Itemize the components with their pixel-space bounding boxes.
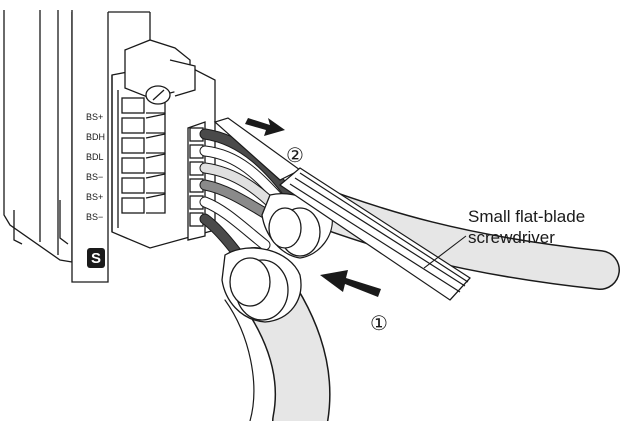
terminal-label: BDH [86, 132, 105, 142]
cable-sleeves [221, 193, 334, 323]
terminal-label: BS+ [86, 112, 103, 122]
device-body [3, 10, 151, 283]
svg-text:S: S [91, 250, 101, 267]
arrow-step1-icon [320, 270, 381, 297]
terminal-label: BS− [86, 212, 103, 222]
mounting-screw-icon [124, 39, 196, 105]
step-2-number: ② [286, 145, 304, 167]
logo-badge: S [87, 248, 105, 268]
screwdriver [213, 117, 471, 301]
terminal-slots [121, 97, 145, 214]
step-1-number: ① [370, 313, 388, 335]
terminal-label: BS+ [86, 192, 103, 202]
callout-line-1: Small flat-blade [468, 207, 585, 226]
callout-leader [423, 235, 467, 269]
terminal-ribs [145, 93, 166, 214]
callout-line-2: screwdriver [468, 228, 555, 247]
terminal-label: BDL [86, 152, 104, 162]
terminal-label: BS− [86, 172, 103, 182]
terminal-labels: BS+ BDH BDL BS− BS+ BS− [86, 112, 105, 222]
arrow-step2-icon [245, 118, 285, 136]
